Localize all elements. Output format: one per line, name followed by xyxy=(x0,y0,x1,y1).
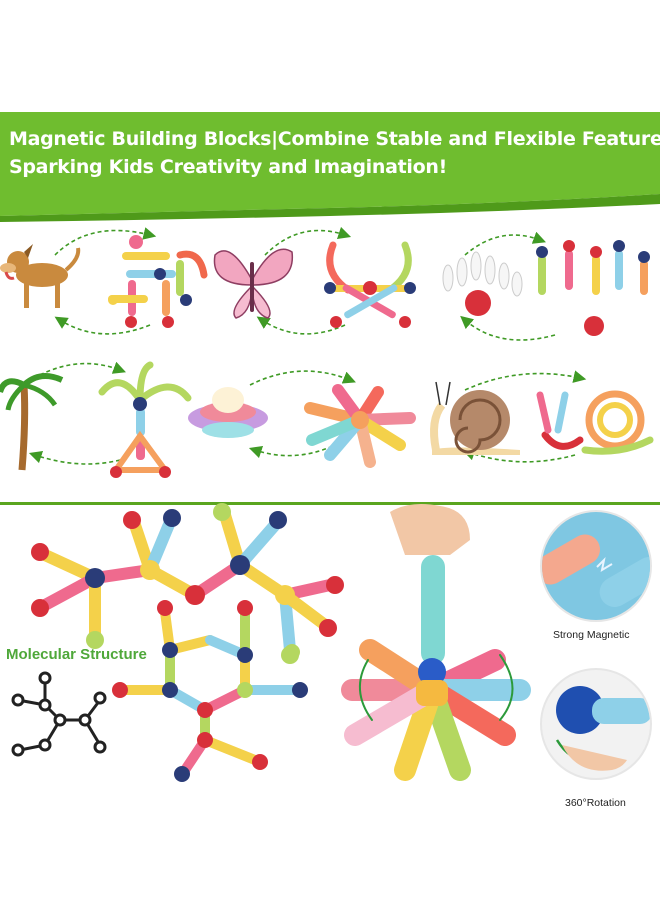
rotation-closeup-inset xyxy=(540,668,652,780)
block-flower xyxy=(304,384,416,468)
palm-tree-figure xyxy=(0,373,64,471)
magnet-closeup-inset xyxy=(540,510,652,622)
molecular-structure-label: Molecular Structure xyxy=(6,646,147,663)
transform-arrows-row-1 xyxy=(54,226,556,341)
banner-shape xyxy=(0,112,660,222)
block-snail xyxy=(536,390,654,455)
strong-magnetic-caption: Strong Magnetic xyxy=(553,629,630,641)
block-dog xyxy=(108,235,208,328)
block-pins xyxy=(536,240,650,336)
headline-line-1: Magnetic Building Blocks|Combine Stable … xyxy=(9,128,660,150)
bowling-set xyxy=(442,251,523,316)
headline-banner: Magnetic Building Blocks|Combine Stable … xyxy=(0,112,660,222)
butterfly-figure xyxy=(213,248,294,319)
snail-figure xyxy=(430,381,520,455)
dog-figure xyxy=(0,244,81,308)
block-palm xyxy=(98,361,192,478)
magnet-closeup-image xyxy=(542,534,650,607)
ufo-figure xyxy=(188,387,268,438)
block-butterfly xyxy=(324,241,416,328)
headline-line-2: Sparking Kids Creativity and Imagination… xyxy=(9,156,447,178)
rotation-closeup-image xyxy=(555,686,650,771)
section-divider xyxy=(0,502,660,505)
rotation-caption: 360°Rotation xyxy=(565,797,626,809)
